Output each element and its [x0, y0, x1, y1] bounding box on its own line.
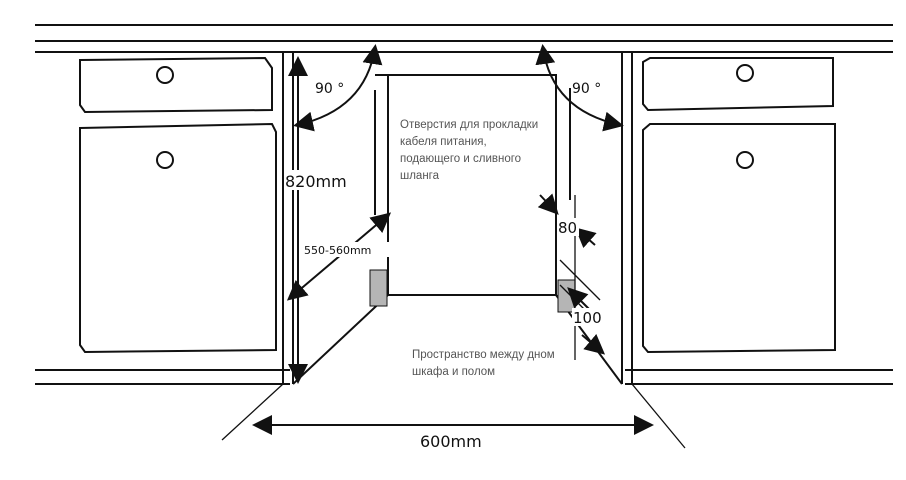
knob-icon	[156, 66, 174, 84]
hole-dimensions: 80 100	[537, 193, 606, 355]
depth-label: 550-560mm	[304, 244, 371, 257]
holes-note: Отверстия для прокладки кабеля питания, …	[400, 119, 541, 182]
left-cabinet	[79, 52, 294, 384]
width-label: 600mm	[420, 432, 482, 451]
right-drawer	[642, 57, 834, 112]
knob-icon	[736, 151, 754, 169]
plinth-note: Пространство между дном шкафа и полом	[412, 349, 558, 378]
plinth	[35, 369, 893, 385]
door-swing-left: 90 °	[293, 44, 383, 132]
height-label: 820mm	[285, 172, 347, 191]
dim-80-label: 80	[558, 219, 577, 237]
angle-label-left: 90 °	[315, 81, 344, 97]
right-cabinet	[621, 52, 836, 384]
left-drawer	[79, 56, 273, 114]
knob-icon	[156, 151, 174, 169]
left-door	[79, 122, 277, 354]
door-swing-right: 90 °	[535, 44, 624, 132]
knob-icon	[736, 64, 754, 82]
dim-100-label: 100	[573, 309, 602, 327]
angle-label-right: 90 °	[572, 81, 601, 97]
right-door	[642, 123, 836, 354]
depth-dimension: 550-560mm	[286, 212, 392, 301]
countertop	[35, 24, 893, 53]
width-dimension: 600mm	[252, 415, 654, 451]
hole-block-left	[369, 269, 388, 307]
